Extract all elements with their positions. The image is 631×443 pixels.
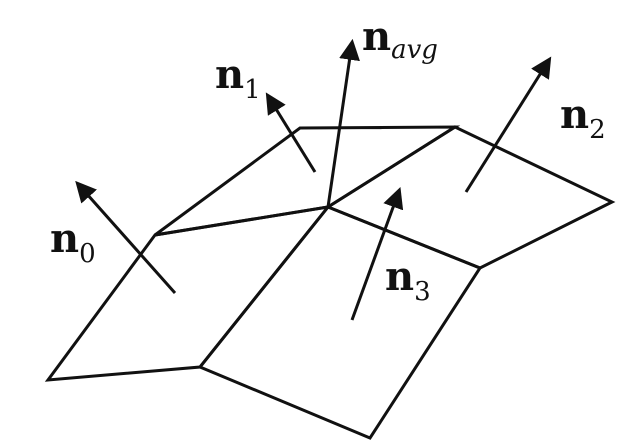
normal-arrow-n0 [75,180,177,294]
label-n0: n0 [50,215,96,269]
normal-arrow-n3 [350,187,404,321]
normal-arrow-n2 [464,56,552,193]
label-n2: n2 [560,91,606,145]
face-right [324,125,616,270]
face-left [44,204,332,382]
normal-arrow-navg [326,38,360,208]
label-navg: navg [362,13,438,65]
normal-arrow-n1 [265,92,317,173]
face-bottom [197,205,483,440]
label-n1: n1 [215,51,261,105]
face-top [154,125,461,237]
label-n3: n3 [385,253,431,307]
